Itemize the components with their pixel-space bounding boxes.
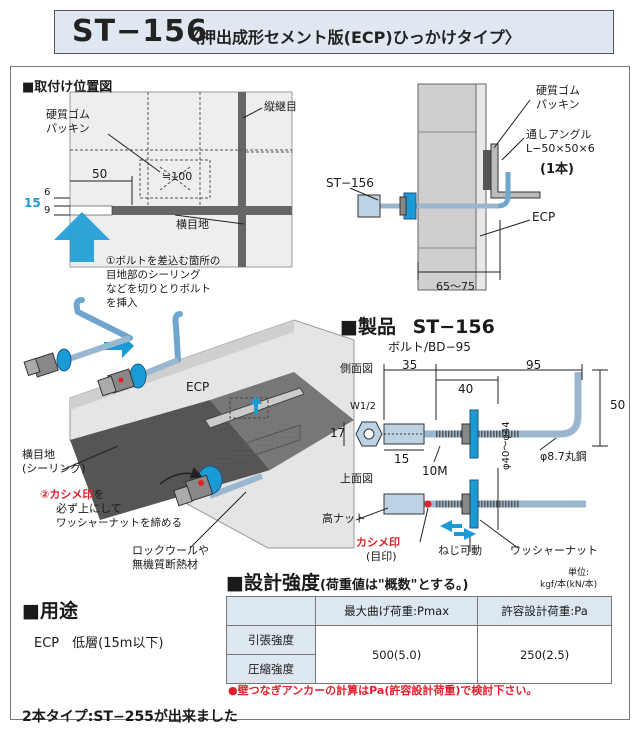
dim-100-label: ≒100 bbox=[162, 170, 193, 183]
product-top-view-drawing bbox=[355, 468, 586, 552]
screw-move-label: ねじ可動 bbox=[438, 544, 482, 557]
footer-text: 2本タイプ:ST−255が出来ました bbox=[22, 709, 238, 725]
section-angle-count: (1本) bbox=[540, 162, 574, 177]
val-max-cell: 500(5.0) bbox=[314, 625, 479, 684]
dim-50-side: 50 bbox=[610, 398, 626, 412]
horizontal-joint-label: 横目地 bbox=[176, 218, 209, 231]
product-side-view-drawing bbox=[343, 364, 608, 463]
washer-nut-label: ワッシャーナット bbox=[510, 544, 598, 557]
step2-text-2: 必ず上にして bbox=[56, 502, 122, 515]
horizontal-joint-sealing-label: 横目地 (シーリング) bbox=[22, 448, 86, 475]
table-row: 引張強度 500(5.0) 250(2.5) bbox=[226, 625, 612, 684]
vertical-joint-label: 縦継目 bbox=[264, 100, 297, 113]
strength-table: 最大曲げ荷重:Pmax 許容設計荷重:Pa 引張強度 500(5.0) 250(… bbox=[226, 596, 612, 684]
panel-elevation-drawing bbox=[54, 91, 293, 268]
rubber-packing-label: 硬質ゴム パッキン bbox=[46, 108, 90, 135]
dim-15-side: 15 bbox=[394, 452, 410, 466]
kashime-label: カシメ印 bbox=[356, 536, 400, 549]
w-label: W1/2 bbox=[350, 401, 376, 412]
table-corner bbox=[226, 596, 316, 626]
unit-value: kgf/本(kN/本) bbox=[540, 580, 598, 590]
dim-15-label: 15 bbox=[24, 196, 41, 210]
side-view-label: 側面図 bbox=[340, 362, 373, 375]
cross-section-drawing bbox=[349, 83, 541, 291]
table-row: 圧縮強度 bbox=[226, 654, 612, 684]
step2-text-1: を bbox=[93, 488, 105, 501]
kashime-sub-label: (目印) bbox=[366, 550, 397, 563]
row-tension-header: 引張強度 bbox=[226, 625, 316, 655]
bolt-label: ボルト/BD−95 bbox=[388, 340, 471, 354]
tall-nut-label: 高ナット bbox=[322, 512, 366, 525]
section-dim-range: 65〜75 bbox=[436, 280, 475, 293]
strength-note: ●壁つなぎアンカーの計算はPa(許容設計荷重)で検討下さい。 bbox=[228, 684, 538, 697]
title-box bbox=[54, 10, 614, 54]
section-angle-label: 通しアングル L−50×50×6 bbox=[526, 128, 595, 155]
content-frame bbox=[10, 66, 630, 720]
dim-17: 17 bbox=[330, 426, 346, 440]
section-rubber-packing-label: 硬質ゴム パッキン bbox=[536, 84, 580, 111]
page-subtitle: 〈押出成形セメント版(ECP)ひっかけタイプ〉 bbox=[184, 28, 521, 47]
val-allow-cell: 250(2.5) bbox=[477, 625, 612, 684]
product-heading: ■製品 ST−156 bbox=[340, 312, 495, 339]
table-row: 最大曲げ荷重:Pmax 許容設計荷重:Pa bbox=[226, 596, 612, 626]
strength-heading: ■設計強度(荷重値は"概数"とする。) bbox=[226, 568, 469, 595]
product-model: ST−156 bbox=[412, 316, 495, 338]
section-st156-label: ST−156 bbox=[326, 176, 374, 190]
dim-9-label: 9 bbox=[44, 205, 51, 216]
dim-95: 95 bbox=[526, 358, 542, 372]
dim-40: 40 bbox=[458, 382, 474, 396]
col-allow-header: 許容設計荷重:Pa bbox=[477, 596, 612, 626]
nut-10m-label: 10M bbox=[422, 464, 448, 478]
steel-label: φ8.7丸鋼 bbox=[540, 450, 587, 463]
dim-6-label: 6 bbox=[44, 187, 51, 198]
usage-text: ECP 低層(15m以下) bbox=[34, 636, 164, 651]
rockwool-label: ロックウールや 無機質断熱材 bbox=[132, 544, 209, 571]
step2-text-3: ワッシャーナットを締める bbox=[56, 517, 182, 529]
install-diagram-heading: ■取付け位置図 bbox=[22, 80, 113, 95]
col-max-header: 最大曲げ荷重:Pmax bbox=[314, 596, 479, 626]
ecp-label: ECP bbox=[186, 380, 210, 394]
strength-heading-label: ■設計強度 bbox=[226, 572, 320, 594]
unit-label: 単位: bbox=[568, 568, 590, 578]
page-title: ST−156 bbox=[72, 14, 208, 49]
usage-heading: ■用途 bbox=[22, 600, 78, 622]
dim-50-label: 50 bbox=[92, 167, 108, 181]
row-compression-header: 圧縮強度 bbox=[226, 654, 316, 684]
step2-red-text: ②カシメ印 bbox=[40, 488, 94, 501]
step1-instruction: ①ボルトを差込む箇所の 目地部のシーリング などを切りとりボルト を挿入 bbox=[106, 255, 221, 309]
isometric-install-drawing bbox=[23, 297, 355, 549]
section-ecp-label: ECP bbox=[532, 210, 556, 224]
top-view-label: 上面図 bbox=[340, 472, 373, 485]
dim-35: 35 bbox=[402, 358, 418, 372]
strength-heading-note: (荷重値は"概数"とする。) bbox=[319, 578, 469, 593]
step2-instruction: ②カシメ印を bbox=[40, 488, 104, 502]
product-heading-label: ■製品 bbox=[340, 316, 396, 338]
diameter-label: φ40〜φ44 bbox=[501, 421, 512, 470]
